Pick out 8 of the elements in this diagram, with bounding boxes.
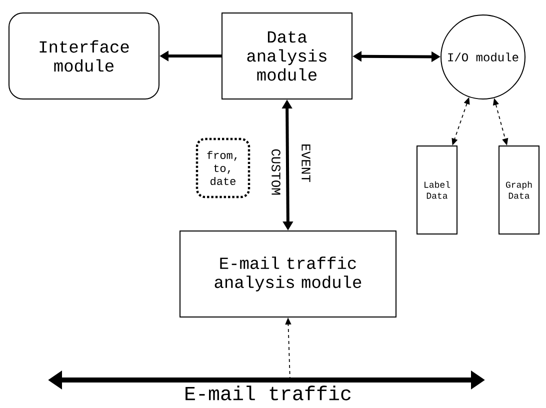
vertical-label: EVENT xyxy=(302,144,310,182)
vertical-label: CUSTOM xyxy=(272,149,280,195)
parameter-box: from, to, date xyxy=(196,138,250,198)
module-box: Interface module xyxy=(8,12,160,100)
module-box: Graph Data xyxy=(498,146,540,234)
module-box: Label Data xyxy=(416,146,458,234)
module-box: E-mail traffic analysis module xyxy=(180,230,396,318)
module-box: Data analysis module xyxy=(222,12,352,100)
